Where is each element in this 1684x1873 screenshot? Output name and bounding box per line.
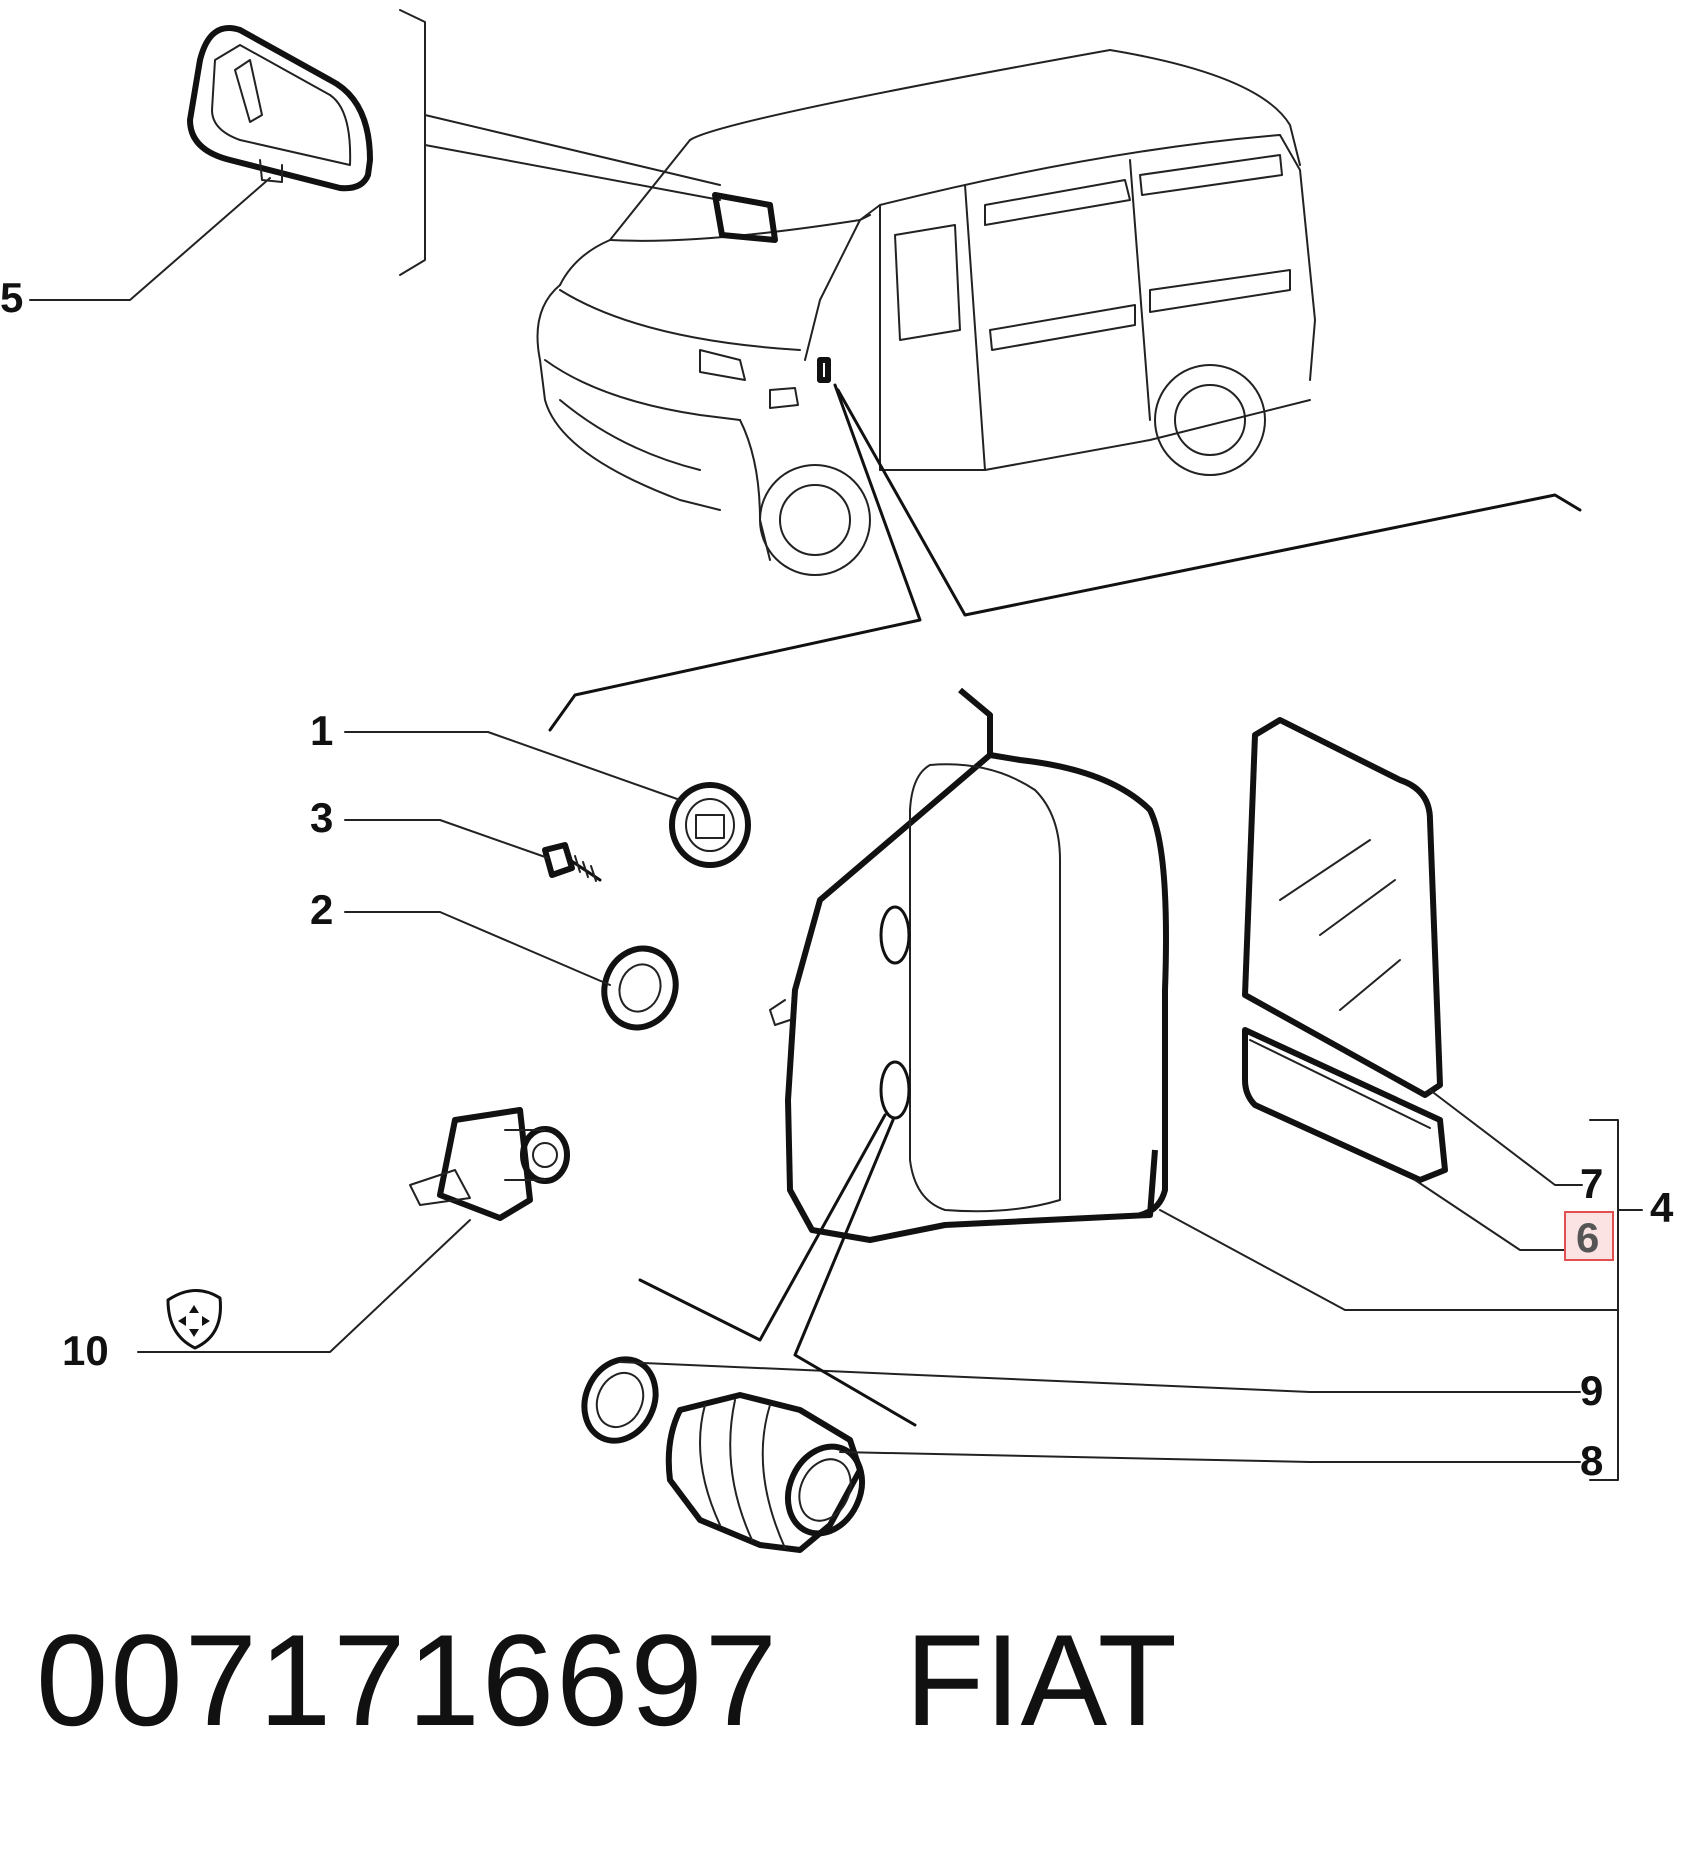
callout-2: 2 <box>310 886 333 933</box>
callout-9: 9 <box>1580 1367 1603 1414</box>
leader-9 <box>619 1361 1581 1393</box>
bracket-5 <box>399 9 426 276</box>
mirror-housing <box>769 687 1169 1243</box>
van-leader-b <box>836 388 1582 617</box>
part-1-grommet <box>669 782 751 868</box>
interior-mirror <box>187 25 373 192</box>
leader-5-bottom <box>424 144 721 201</box>
bracket-4 <box>1589 1119 1643 1481</box>
leader-8 <box>839 1451 1581 1463</box>
callout-6: 6 <box>1576 1214 1599 1261</box>
callout-1: 1 <box>310 707 333 754</box>
leader-1 <box>344 731 681 801</box>
callout-8: 8 <box>1580 1437 1603 1484</box>
callout-6-highlight <box>1564 1211 1614 1261</box>
callout-10: 10 <box>62 1327 109 1374</box>
van-illustration <box>536 49 1316 576</box>
leader-10 <box>137 1219 471 1353</box>
leader-7 <box>1429 1089 1583 1186</box>
callout-4: 4 <box>1650 1184 1674 1231</box>
callout-5: 5 <box>0 274 23 321</box>
part-10-motor-connector <box>409 1107 570 1221</box>
four-way-adjust-icon <box>166 1289 222 1350</box>
callout-7: 7 <box>1580 1160 1603 1207</box>
housing-leader-b <box>793 1118 917 1427</box>
part-number: 0071716697 <box>36 1607 779 1753</box>
part-7-mirror-glass <box>1242 717 1443 1098</box>
part-6-lower-glass <box>1242 1027 1448 1183</box>
leader-2 <box>344 911 611 986</box>
part-3-screw <box>542 842 602 882</box>
callout-3: 3 <box>310 794 333 841</box>
van-leader-a <box>548 383 922 732</box>
leader-4 <box>1159 1209 1619 1311</box>
brand-name: FIAT <box>905 1607 1177 1753</box>
part-2-grommet <box>601 945 679 1031</box>
leader-5-top <box>424 114 721 186</box>
housing-leader-a <box>638 1113 887 1342</box>
leader-3 <box>344 819 549 859</box>
part-8-gaiter-boot <box>665 1392 865 1553</box>
leader-5 <box>29 177 271 301</box>
leader-6 <box>1414 1179 1566 1251</box>
